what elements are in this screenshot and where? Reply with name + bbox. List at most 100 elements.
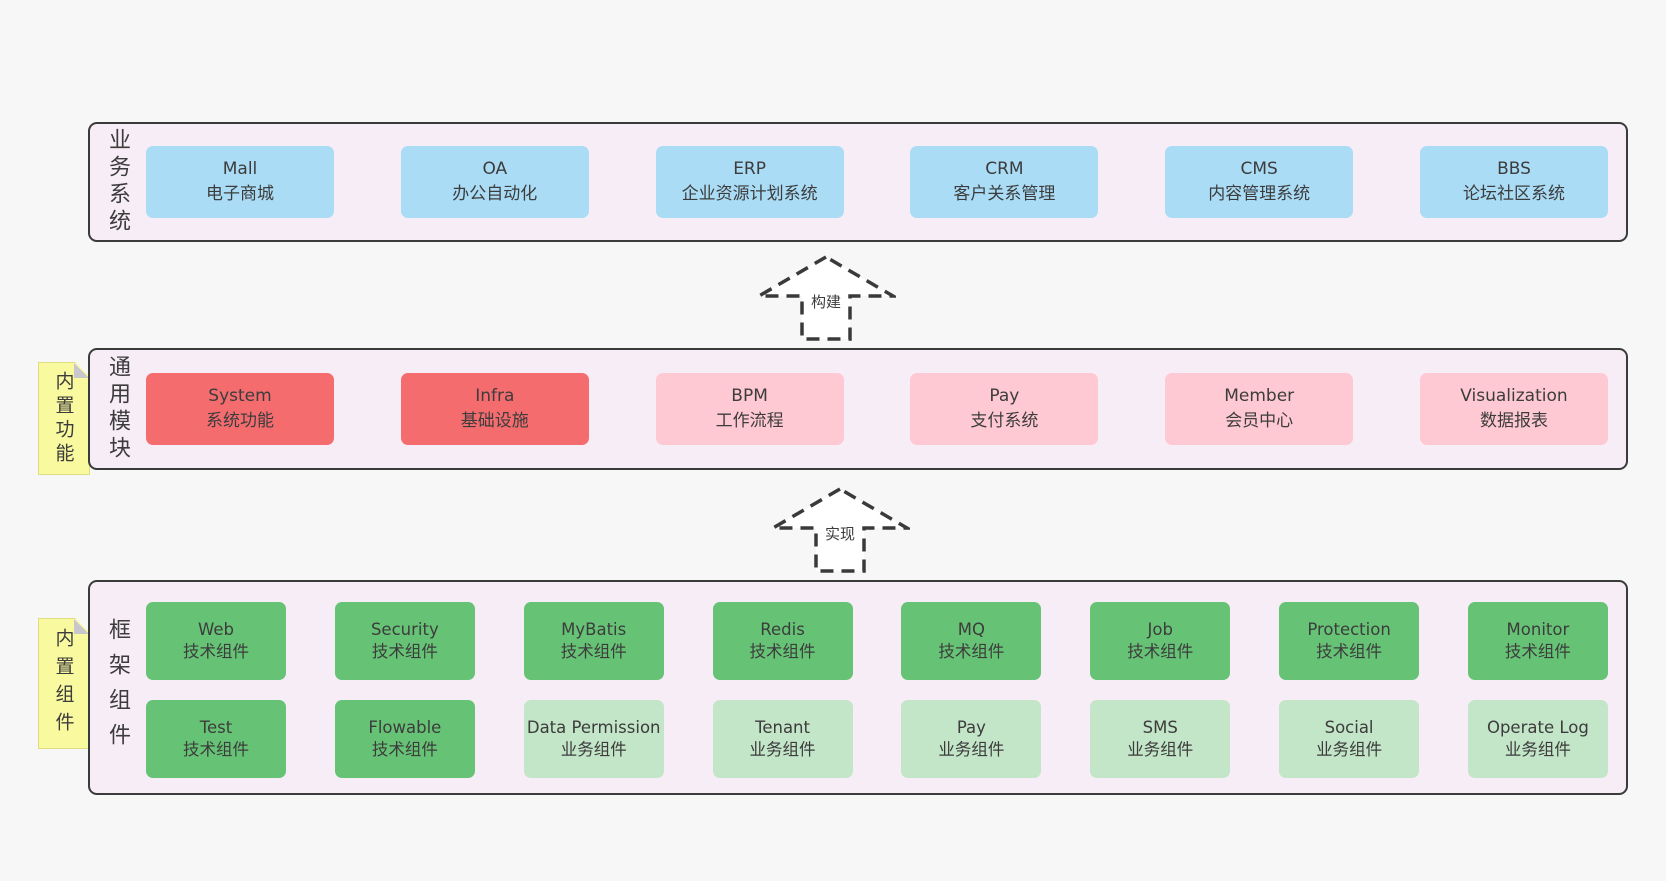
box-row: System 系统功能 Infra 基础设施 BPM 工作流程 Pay 支付系统… bbox=[146, 350, 1608, 468]
box-subtitle: 技术组件 bbox=[1127, 642, 1194, 661]
box-subtitle: 业务组件 bbox=[1127, 740, 1194, 759]
layer-framework-components: 框架组件 Web 技术组件 Security 技术组件 MyBatis 技术组件… bbox=[88, 580, 1628, 795]
box-row: Web 技术组件 Security 技术组件 MyBatis 技术组件 Redi… bbox=[146, 602, 1608, 680]
box-subtitle: 技术组件 bbox=[1316, 642, 1383, 661]
box-title: MQ bbox=[957, 620, 985, 640]
box-subtitle: 技术组件 bbox=[371, 642, 438, 661]
box-title: ERP bbox=[733, 159, 766, 180]
box-title: CRM bbox=[985, 159, 1024, 180]
sticky-note-builtin-functions: 内置功能 bbox=[38, 362, 90, 475]
box-mq: MQ 技术组件 bbox=[901, 602, 1042, 680]
box-tenant: Tenant 业务组件 bbox=[712, 700, 853, 778]
box-web: Web 技术组件 bbox=[146, 602, 286, 680]
box-title: BBS bbox=[1497, 159, 1531, 180]
box-title: Mall bbox=[222, 159, 258, 180]
layer-label: 框架组件 bbox=[105, 617, 130, 758]
box-subtitle: 内容管理系统 bbox=[1208, 184, 1311, 204]
box-row: Test 技术组件 Flowable 技术组件 Data Permission … bbox=[146, 700, 1608, 778]
box-row: Mall 电子商城 OA 办公自动化 ERP 企业资源计划系统 CRM 客户关系… bbox=[146, 124, 1608, 240]
box-job: Job 技术组件 bbox=[1090, 602, 1231, 680]
box-pay-component: Pay 业务组件 bbox=[901, 700, 1042, 778]
box-bbs: BBS 论坛社区系统 bbox=[1419, 146, 1608, 218]
box-subtitle: 业务组件 bbox=[1316, 740, 1383, 759]
box-title: Member bbox=[1224, 386, 1295, 407]
box-crm: CRM 客户关系管理 bbox=[910, 146, 1099, 218]
box-subtitle: 技术组件 bbox=[938, 642, 1005, 661]
box-redis: Redis 技术组件 bbox=[712, 602, 853, 680]
box-subtitle: 技术组件 bbox=[371, 740, 438, 759]
box-title: Job bbox=[1147, 620, 1173, 640]
box-data-permission: Data Permission 业务组件 bbox=[523, 700, 664, 778]
box-subtitle: 企业资源计划系统 bbox=[681, 184, 818, 204]
box-title: Web bbox=[198, 620, 234, 640]
box-subtitle: 业务组件 bbox=[560, 740, 627, 759]
box-title: Flowable bbox=[368, 718, 442, 738]
box-subtitle: 技术组件 bbox=[560, 642, 627, 661]
box-title: Monitor bbox=[1506, 620, 1570, 640]
box-title: OA bbox=[482, 159, 508, 180]
box-subtitle: 客户关系管理 bbox=[953, 184, 1056, 204]
box-title: Pay bbox=[956, 718, 986, 738]
box-subtitle: 基础设施 bbox=[460, 411, 529, 431]
layer-business-systems: 业务系统 Mall 电子商城 OA 办公自动化 ERP 企业资源计划系统 CRM… bbox=[88, 122, 1628, 242]
sticky-label: 内置功能 bbox=[52, 370, 75, 467]
box-title: CMS bbox=[1240, 159, 1278, 180]
box-title: Tenant bbox=[755, 718, 810, 738]
sticky-note-builtin-components: 内置组件 bbox=[38, 618, 90, 749]
box-security: Security 技术组件 bbox=[334, 602, 475, 680]
box-subtitle: 技术组件 bbox=[1504, 642, 1571, 661]
box-erp: ERP 企业资源计划系统 bbox=[655, 146, 844, 218]
box-title: Security bbox=[370, 620, 439, 640]
box-title: Redis bbox=[760, 620, 805, 640]
box-subtitle: 业务组件 bbox=[1504, 740, 1571, 759]
box-subtitle: 论坛社区系统 bbox=[1462, 184, 1565, 204]
box-subtitle: 支付系统 bbox=[970, 411, 1039, 431]
box-subtitle: 技术组件 bbox=[183, 740, 249, 759]
box-oa: OA 办公自动化 bbox=[400, 146, 589, 218]
box-sms: SMS 业务组件 bbox=[1090, 700, 1231, 778]
box-mall: Mall 电子商城 bbox=[146, 146, 334, 218]
box-title: SMS bbox=[1142, 718, 1178, 738]
box-bpm: BPM 工作流程 bbox=[655, 373, 844, 445]
box-subtitle: 电子商城 bbox=[206, 184, 274, 204]
arrow-implement: 实现 bbox=[770, 486, 910, 574]
box-subtitle: 业务组件 bbox=[749, 740, 816, 759]
box-title: Pay bbox=[989, 386, 1020, 407]
box-pay-system: Pay 支付系统 bbox=[910, 373, 1099, 445]
box-subtitle: 数据报表 bbox=[1479, 411, 1548, 431]
box-flowable: Flowable 技术组件 bbox=[334, 700, 475, 778]
box-subtitle: 系统功能 bbox=[206, 411, 274, 431]
box-infra: Infra 基础设施 bbox=[400, 373, 589, 445]
box-member: Member 会员中心 bbox=[1165, 373, 1354, 445]
box-title: System bbox=[208, 386, 272, 407]
box-title: BPM bbox=[731, 386, 768, 407]
box-subtitle: 会员中心 bbox=[1225, 411, 1294, 431]
box-subtitle: 工作流程 bbox=[715, 411, 784, 431]
box-title: Test bbox=[199, 718, 233, 738]
box-test: Test 技术组件 bbox=[146, 700, 286, 778]
box-protection: Protection 技术组件 bbox=[1279, 602, 1420, 680]
arrow-label: 构建 bbox=[807, 291, 845, 312]
arrow-build: 构建 bbox=[756, 254, 896, 342]
box-title: Infra bbox=[475, 386, 515, 407]
box-title: Protection bbox=[1307, 620, 1391, 640]
box-title: Visualization bbox=[1460, 386, 1568, 407]
box-title: Operate Log bbox=[1486, 718, 1589, 738]
box-title: Data Permission bbox=[526, 718, 661, 738]
layer-label: 通用模块 bbox=[105, 355, 130, 463]
sticky-label: 内置组件 bbox=[52, 627, 75, 740]
box-monitor: Monitor 技术组件 bbox=[1467, 602, 1608, 680]
box-social: Social 业务组件 bbox=[1279, 700, 1420, 778]
box-cms: CMS 内容管理系统 bbox=[1165, 146, 1354, 218]
box-operate-log: Operate Log 业务组件 bbox=[1467, 700, 1608, 778]
box-mybatis: MyBatis 技术组件 bbox=[523, 602, 664, 680]
layer-common-modules: 通用模块 System 系统功能 Infra 基础设施 BPM 工作流程 Pay… bbox=[88, 348, 1628, 470]
box-subtitle: 技术组件 bbox=[183, 642, 249, 661]
box-system: System 系统功能 bbox=[146, 373, 334, 445]
box-subtitle: 技术组件 bbox=[749, 642, 816, 661]
layer-label: 业务系统 bbox=[105, 128, 130, 236]
box-title: Social bbox=[1324, 718, 1374, 738]
box-title: MyBatis bbox=[561, 620, 627, 640]
box-subtitle: 业务组件 bbox=[938, 740, 1005, 759]
